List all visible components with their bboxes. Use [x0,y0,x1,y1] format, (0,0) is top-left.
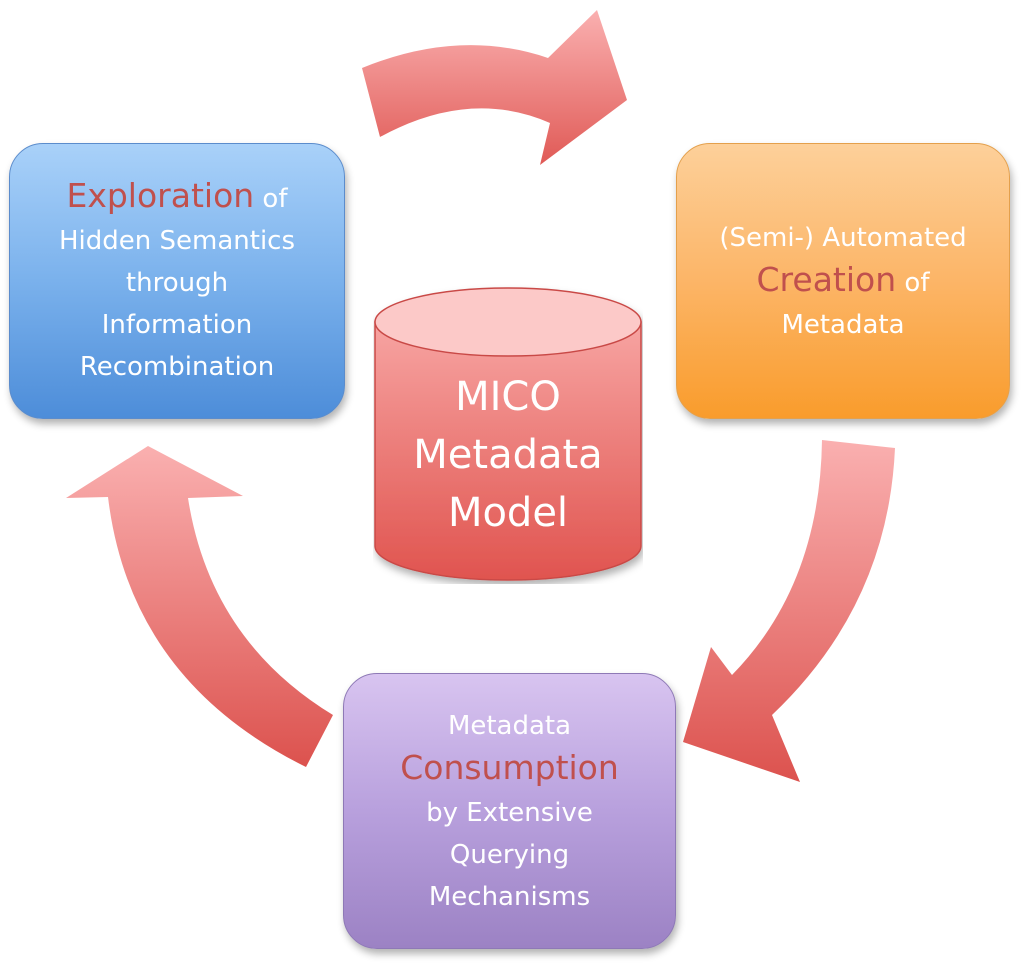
model-line-1: MICO [455,374,561,420]
consumption-line-2: Consumption [400,747,619,792]
exploration-line-1: Exploration of [66,175,287,220]
consumption-line-3: by Extensive [426,797,593,828]
creation-line-3: Metadata [781,309,905,340]
consumption-box: Metadata Consumption by Extensive Queryi… [343,673,676,949]
model-line-2: Metadata [413,432,603,478]
arrow-consumption-to-exploration [66,446,333,767]
creation-line-1: (Semi-) Automated [719,222,967,253]
metadata-model-cylinder [374,287,642,581]
consumption-line-4: Querying [449,839,570,870]
exploration-keyword: Exploration [66,175,255,215]
creation-line-2: Creation of [757,259,930,304]
exploration-line-4: Information [101,309,253,340]
consumption-keyword: Consumption [400,747,619,787]
creation-box: (Semi-) Automated Creation of Metadata [676,143,1010,419]
exploration-line-2: Hidden Semantics [58,225,296,256]
exploration-line-5: Recombination [79,351,275,382]
creation-line-2-rest: of [896,267,930,298]
metadata-model-label: MICO Metadata Model [373,368,643,542]
exploration-line-1-rest: of [254,183,288,214]
creation-keyword: Creation [756,259,897,299]
arrow-exploration-to-creation [362,10,627,165]
model-line-3: Model [447,490,569,536]
exploration-line-3: through [125,267,229,298]
exploration-box: Exploration of Hidden Semantics through … [9,143,345,419]
arrow-creation-to-consumption [683,440,895,782]
consumption-line-5: Mechanisms [428,881,591,912]
consumption-line-1: Metadata [447,710,572,741]
